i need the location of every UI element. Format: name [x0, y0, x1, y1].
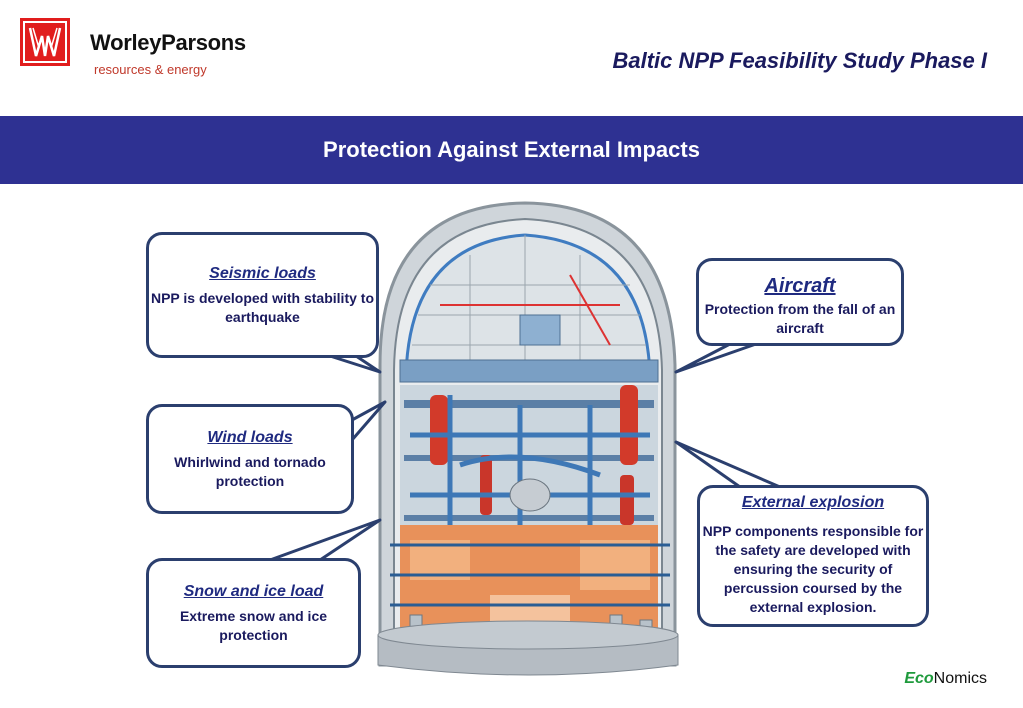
- economics-logo-eco: Eco: [904, 670, 934, 687]
- title-band: [0, 116, 1023, 184]
- callout-title: Wind loads: [207, 429, 293, 446]
- economics-logo-nomics: Nomics: [933, 670, 987, 687]
- callout-seismic-loads: Seismic loads NPP is developed with stab…: [146, 232, 379, 358]
- brand-name: WorleyParsons: [90, 30, 246, 55]
- slide-title: Protection Against External Impacts: [323, 137, 700, 162]
- callout-title: Aircraft: [764, 275, 836, 297]
- callout-wind-loads: Wind loads Whirlwind and tornado protect…: [146, 404, 354, 514]
- document-title: Baltic NPP Feasibility Study Phase I: [612, 48, 987, 73]
- callout-body: Extreme snow and ice protection: [179, 608, 328, 643]
- callout-title: Seismic loads: [209, 265, 316, 282]
- economics-logo: EcoNomics: [904, 670, 987, 688]
- callout-title: Snow and ice load: [183, 583, 324, 600]
- reactor-building-illustration: [377, 201, 679, 676]
- callout-body: Whirlwind and tornado protection: [174, 454, 326, 489]
- callout-body: NPP is developed with stability to earth…: [150, 290, 374, 325]
- callout-external-explosion: External explosion NPP components respon…: [697, 485, 929, 627]
- callout-aircraft: Aircraft Protection from the fall of an …: [696, 258, 904, 346]
- callout-snow-ice-load: Snow and ice load Extreme snow and ice p…: [146, 558, 361, 668]
- callout-body: NPP components responsible for the safet…: [702, 523, 924, 615]
- callout-title: External explosion: [741, 494, 885, 511]
- worleyparsons-logo-icon: [20, 18, 70, 66]
- callout-body: Protection from the fall of an aircraft: [704, 301, 896, 336]
- brand-tagline: resources & energy: [94, 62, 207, 77]
